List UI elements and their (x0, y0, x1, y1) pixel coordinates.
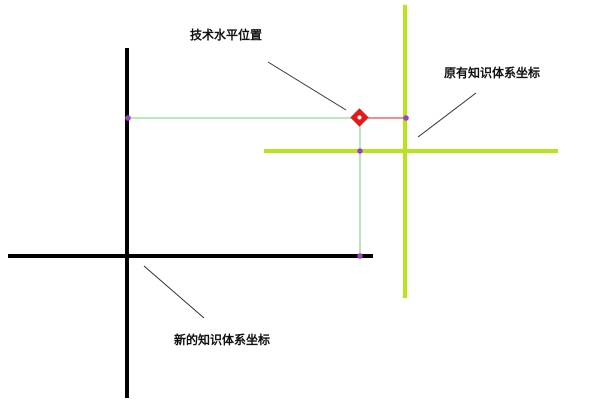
pointer-new-axes (143, 265, 205, 319)
projection-dots (125, 115, 409, 259)
label-original-axes: 原有知识体系坐标 (444, 65, 540, 80)
label-new-axes: 新的知识体系坐标 (174, 332, 270, 347)
label-tech-level: 技术水平位置 (190, 27, 262, 42)
original-axes (264, 5, 558, 298)
dot-original-x-axis (357, 148, 363, 154)
pointer-lines (143, 61, 477, 319)
pointer-original-axes (417, 92, 477, 138)
dot-original-y-axis (403, 115, 409, 121)
dot-new-y-axis (125, 115, 131, 121)
new-axes (8, 48, 373, 398)
tech-position-marker-icon (350, 108, 369, 127)
guide-lines (128, 117, 406, 256)
dot-new-x-axis (357, 253, 363, 259)
pointer-tech-level (267, 61, 347, 111)
